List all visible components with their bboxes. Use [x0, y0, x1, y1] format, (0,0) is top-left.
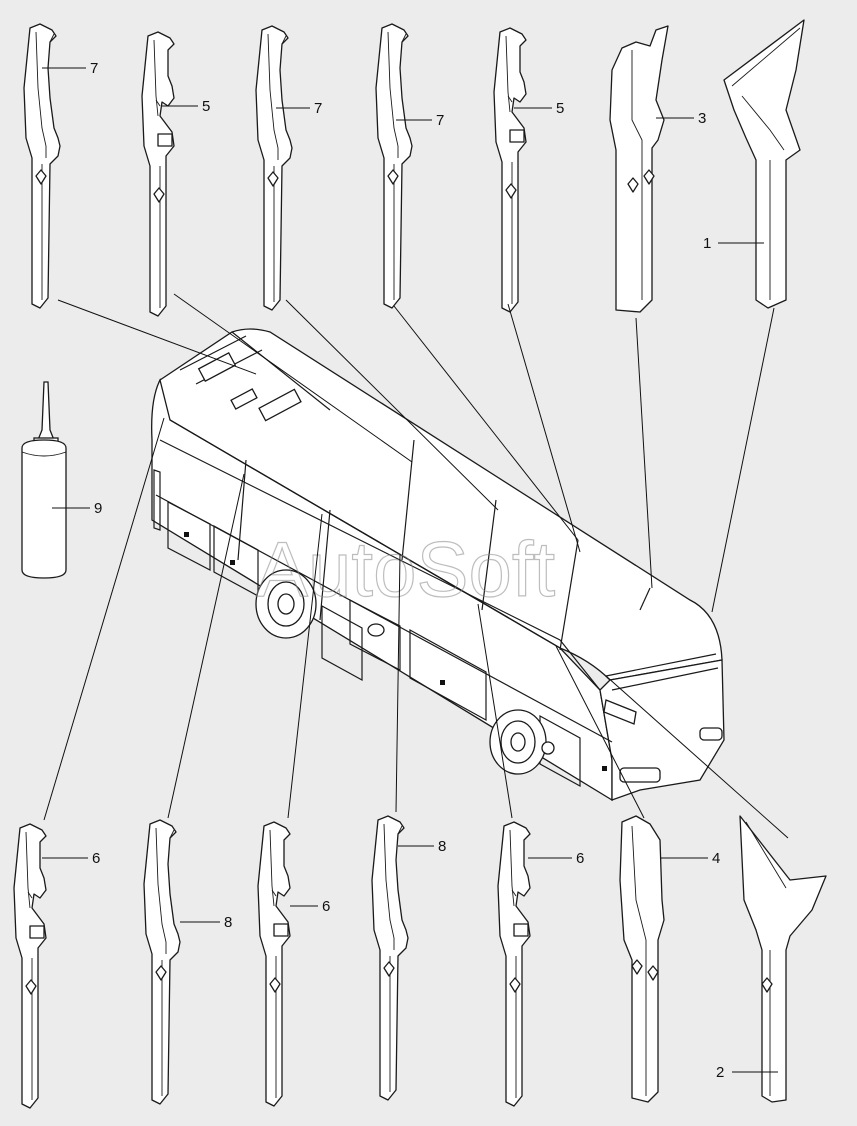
part-top-1 — [23, 23, 61, 309]
callouts: 7 5 7 7 5 3 1 9 6 8 6 8 6 4 2 — [42, 60, 778, 1081]
part-top-6 — [609, 25, 669, 313]
part-bot-7 — [739, 815, 827, 1103]
callout-top-5: 5 — [556, 100, 564, 117]
callout-bot-3: 6 — [322, 898, 330, 915]
bus-illustration — [151, 328, 725, 802]
part-bot-1 — [13, 823, 47, 1109]
callout-bot-7: 2 — [716, 1064, 724, 1081]
callout-bot-6: 4 — [712, 850, 720, 867]
part-top-3 — [255, 25, 293, 311]
part-bot-2 — [143, 819, 181, 1105]
watermark: AutoSoft — [256, 525, 556, 613]
part-top-7 — [723, 19, 805, 309]
part-top-4 — [375, 23, 413, 309]
part-top-5 — [493, 27, 527, 313]
callout-top-1: 7 — [90, 60, 98, 77]
part-bot-6 — [619, 815, 665, 1103]
callout-bot-5: 6 — [576, 850, 584, 867]
part-bot-4 — [371, 815, 409, 1101]
callout-bot-2: 8 — [224, 914, 232, 931]
callout-bot-4: 8 — [438, 838, 446, 855]
part-bot-3 — [257, 821, 291, 1107]
callout-top-2: 5 — [202, 98, 210, 115]
callout-top-3: 7 — [314, 100, 322, 117]
callout-bot-1: 6 — [92, 850, 100, 867]
sealant-cartridge — [21, 381, 67, 579]
leader-lines — [43, 293, 789, 839]
callout-top-4: 7 — [436, 112, 444, 129]
callout-sealant: 9 — [94, 500, 102, 517]
callout-top-7: 1 — [703, 235, 711, 252]
callout-top-6: 3 — [698, 110, 706, 127]
part-top-2 — [141, 31, 175, 317]
part-bot-5 — [497, 821, 531, 1107]
